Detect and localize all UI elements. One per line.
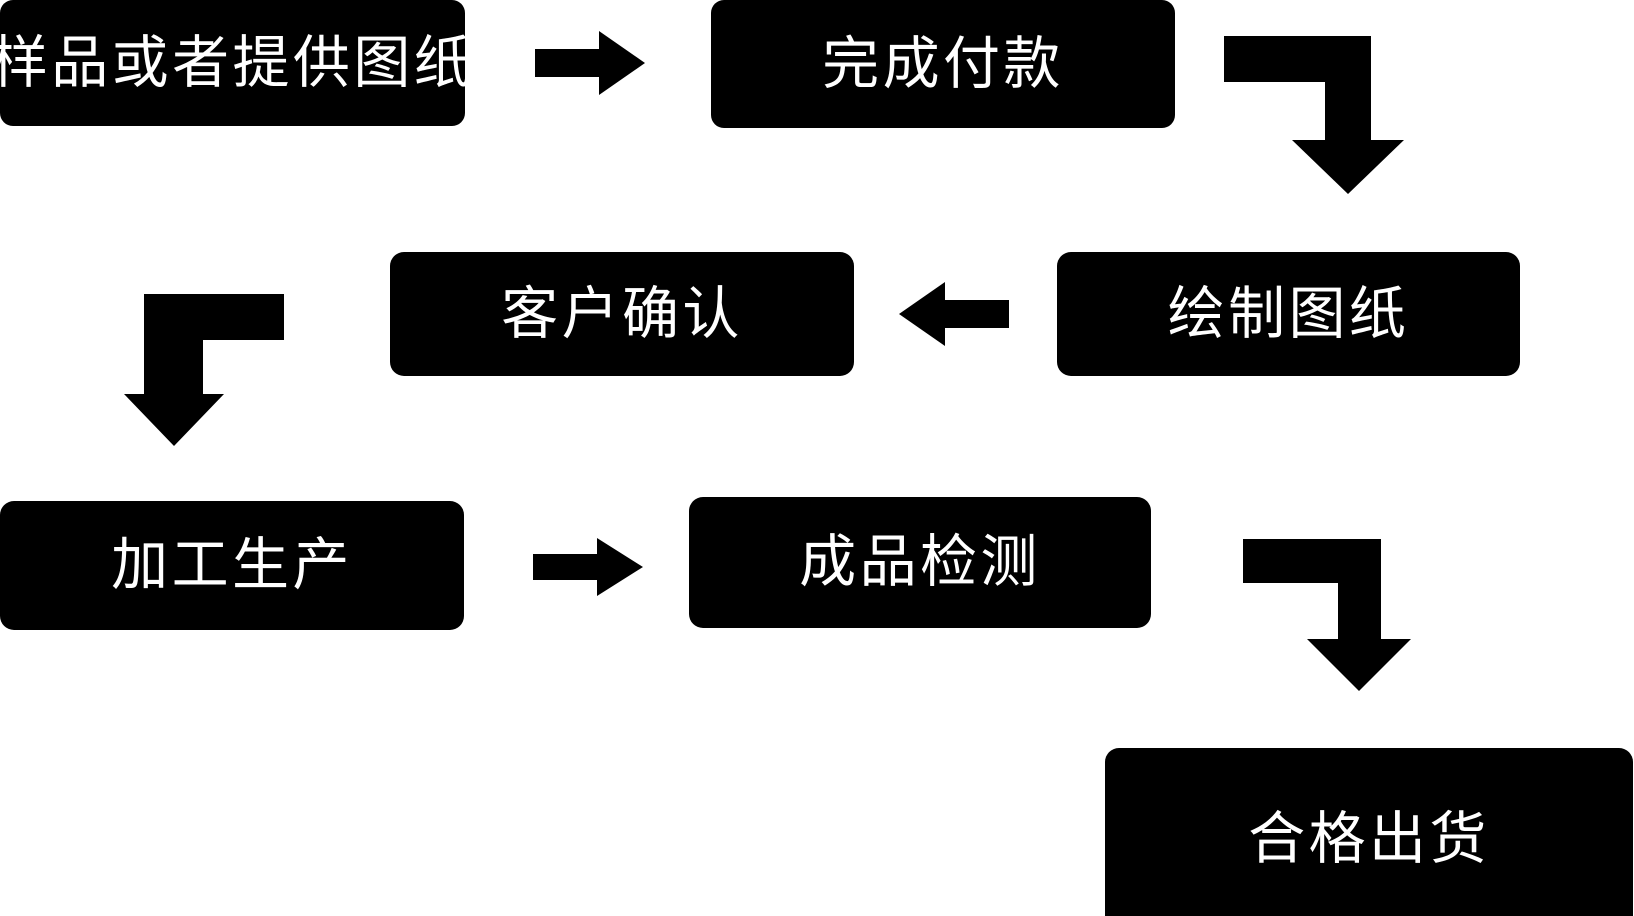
flow-node-sample-label: 样品或者提供图纸 <box>0 30 475 95</box>
arrow-right-production-to-inspection-icon <box>533 538 643 596</box>
flow-node-production-label: 加工生产 <box>111 533 353 598</box>
arrow-elbow-confirm-to-production-icon <box>124 294 284 446</box>
flow-node-inspection[interactable]: 成品检测 <box>689 497 1151 628</box>
flow-node-shipping[interactable]: 合格出货 <box>1105 748 1633 916</box>
flow-node-payment-label: 完成付款 <box>822 31 1064 96</box>
flow-node-payment[interactable]: 完成付款 <box>711 0 1175 128</box>
flow-node-production[interactable]: 加工生产 <box>0 501 464 630</box>
arrow-elbow-payment-to-drawing-icon <box>1224 36 1404 194</box>
arrow-elbow-inspection-to-shipping-icon <box>1243 539 1411 691</box>
flow-node-drawing-label: 绘制图纸 <box>1167 281 1410 346</box>
flow-node-sample[interactable]: 样品或者提供图纸 <box>0 0 471 126</box>
arrow-right-sample-to-payment-icon <box>535 31 645 95</box>
arrow-left-drawing-to-confirm-icon <box>899 282 1009 346</box>
flow-node-inspection-label: 成品检测 <box>799 530 1041 595</box>
flow-node-confirm[interactable]: 客户确认 <box>390 252 854 376</box>
flow-node-confirm-label: 客户确认 <box>501 281 743 346</box>
flow-node-shipping-label: 合格出货 <box>1248 807 1490 872</box>
flow-node-drawing[interactable]: 绘制图纸 <box>1057 252 1520 376</box>
